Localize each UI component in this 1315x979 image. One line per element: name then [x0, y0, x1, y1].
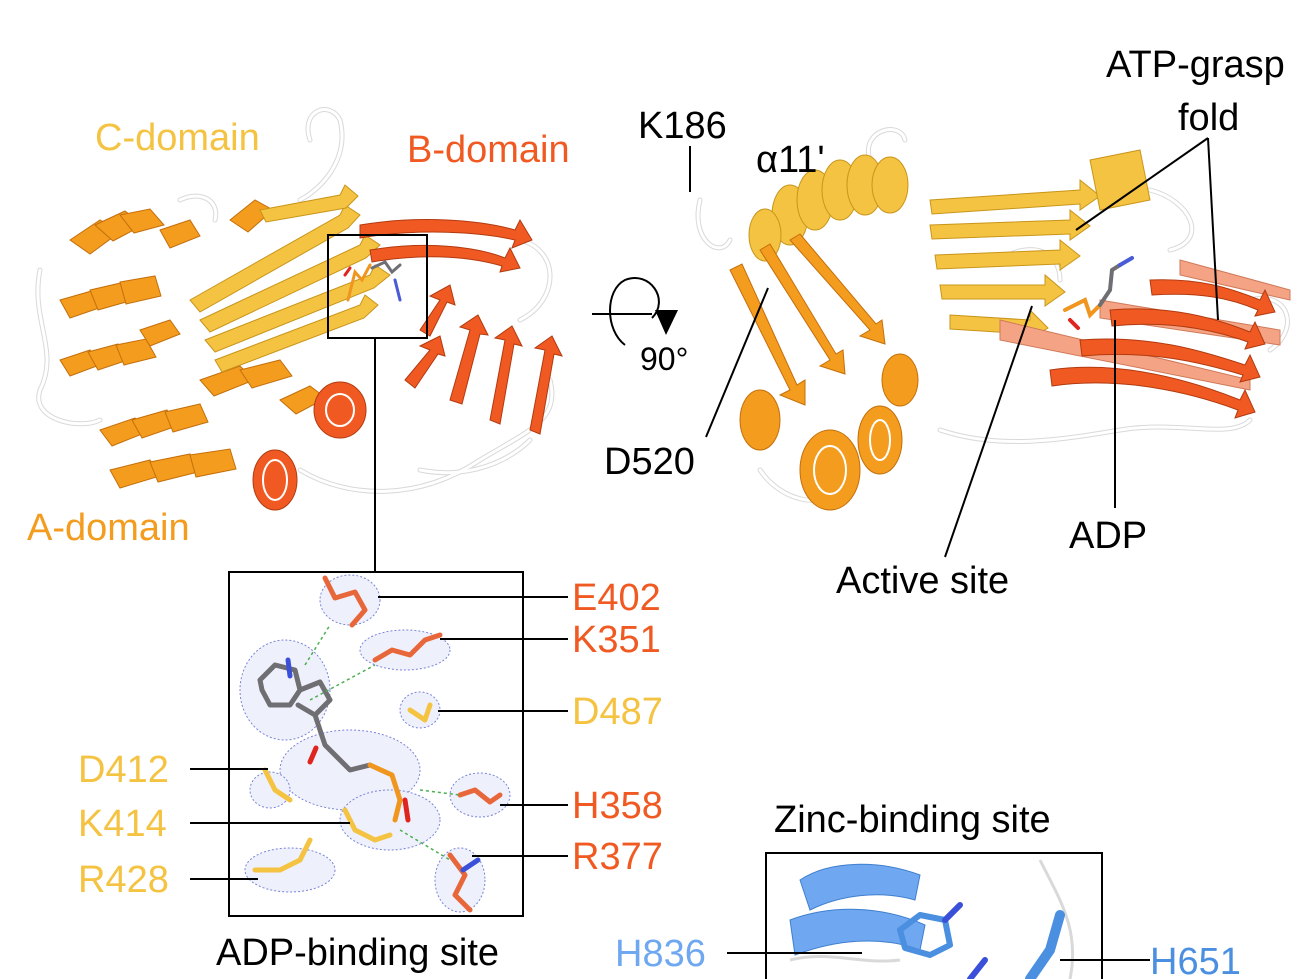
residue-k414-label: K414 [78, 803, 167, 845]
rotation-arrow-icon [592, 277, 678, 346]
residue-r377-label: R377 [572, 836, 663, 878]
atp-grasp-label-line2: fold [1178, 97, 1239, 139]
alpha11-label: α11' [756, 139, 825, 181]
adp-label: ADP [1069, 515, 1147, 557]
adp-zoom-box [327, 234, 428, 339]
residue-h836-label: H836 [615, 933, 706, 975]
residue-h358-label: H358 [572, 785, 663, 827]
atp-grasp-leader-1 [1075, 137, 1209, 231]
a-domain-label: A-domain [27, 507, 190, 549]
residue-k351-label: K351 [572, 619, 661, 661]
residue-d412-label: D412 [78, 749, 169, 791]
zinc-binding-inset [765, 852, 1103, 979]
residue-d487-label: D487 [572, 691, 663, 733]
rotation-angle-label: 90° [640, 341, 688, 377]
b-domain-label: B-domain [407, 129, 570, 171]
right-protein-structure [695, 127, 1291, 511]
adp-binding-inset [228, 571, 524, 917]
left-protein-structure [35, 107, 563, 511]
adp-ligand-small [343, 260, 402, 302]
zinc-inset-caption: Zinc-binding site [774, 799, 1051, 841]
active-site-leader [944, 305, 1033, 558]
c-domain-label: C-domain [95, 117, 260, 159]
residue-e402-label: E402 [572, 577, 661, 619]
residue-h651-label: H651 [1150, 941, 1241, 979]
atp-grasp-leader-2 [1207, 137, 1219, 321]
d520-leader [705, 287, 769, 438]
k186-label: K186 [638, 105, 727, 147]
residue-r428-label: R428 [78, 859, 169, 901]
adp-inset-caption: ADP-binding site [216, 932, 499, 974]
active-site-label: Active site [836, 560, 1009, 602]
d520-label: D520 [604, 441, 695, 483]
atp-grasp-label-line1: ATP-grasp [1106, 44, 1285, 86]
